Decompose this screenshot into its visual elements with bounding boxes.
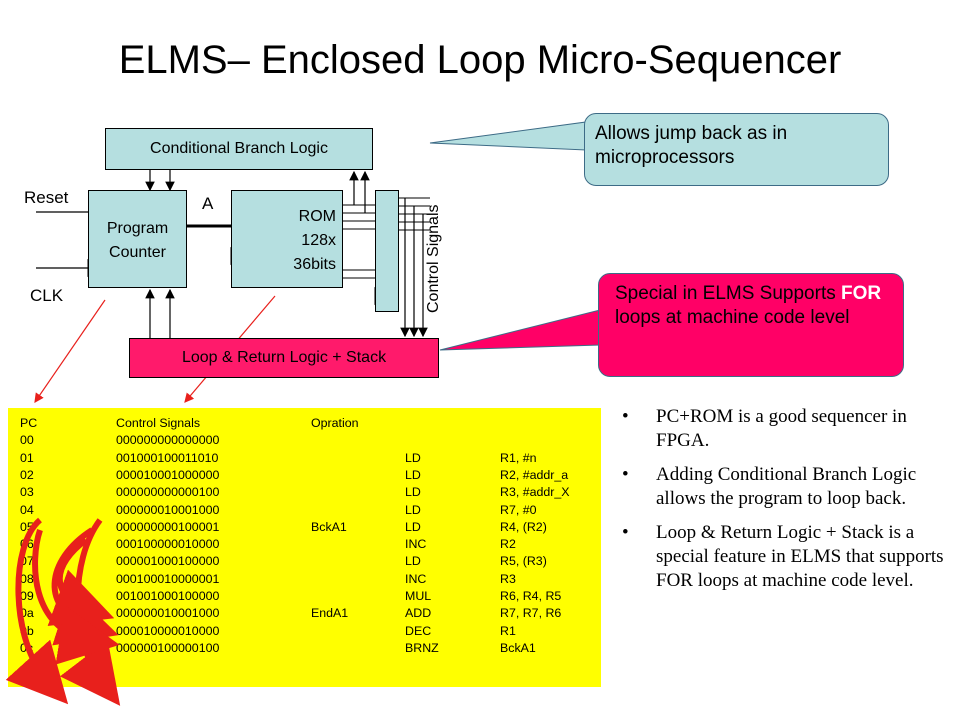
table-cell-signals: 000000100000100 bbox=[116, 640, 220, 655]
bullet-dot-icon: • bbox=[622, 522, 629, 543]
program-counter-box: Program Counter bbox=[88, 190, 187, 288]
table-cell-signals: 000010000010000 bbox=[116, 623, 220, 638]
bullet-item: • Adding Conditional Branch Logic allows … bbox=[618, 463, 948, 511]
table-cell-pc: 09 bbox=[20, 589, 34, 603]
callout-special: Special in ELMS Supports FOR loops at ma… bbox=[598, 273, 904, 377]
callout-special-suffix: loops at machine code level bbox=[615, 307, 850, 328]
output-register-box bbox=[375, 190, 399, 312]
table-header: Control Signals bbox=[116, 416, 201, 430]
program-counter-label-1: Program bbox=[106, 220, 169, 237]
table-cell-label: BckA1 bbox=[311, 519, 347, 534]
table-cell-signals: 000000000000100 bbox=[116, 485, 220, 500]
table-cell-op: LD bbox=[405, 450, 421, 465]
table-cell-args: R5, (R3) bbox=[500, 554, 547, 569]
table-cell-op: INC bbox=[405, 537, 427, 552]
table-cell-signals: 000000000100001 bbox=[116, 519, 220, 534]
table-cell-args: R3 bbox=[500, 571, 516, 586]
table-cell-op: DEC bbox=[405, 623, 432, 638]
table-cell-pc: 00 bbox=[20, 433, 34, 448]
loop-arrow-0 bbox=[5, 517, 69, 705]
table-cell-signals: 000010001000000 bbox=[116, 467, 220, 482]
callout-jump: Allows jump back as in microprocessors bbox=[584, 113, 889, 186]
table-cell-signals: 000000000000000 bbox=[116, 433, 220, 448]
table-cell-pc: 01 bbox=[20, 450, 34, 465]
rom-label-2: 128x bbox=[301, 232, 336, 249]
table-cell-args: R7, R7, R6 bbox=[500, 606, 562, 621]
table-cell-op: BRNZ bbox=[405, 640, 439, 655]
address-label: A bbox=[202, 194, 214, 213]
rom-box: ROM 128x 36bits bbox=[231, 190, 343, 288]
loop-arrow-3 bbox=[47, 537, 115, 626]
table-cell-args: R1 bbox=[500, 623, 516, 638]
table-cell-signals: 000000010001000 bbox=[116, 502, 220, 517]
table-cell-label: EndA1 bbox=[311, 606, 349, 621]
program-counter-label-2: Counter bbox=[109, 244, 166, 261]
table-cell-signals: 000000010001000 bbox=[116, 606, 220, 621]
table-cell-signals: 000001000100000 bbox=[116, 554, 220, 569]
table-cell-op: LD bbox=[405, 519, 421, 534]
rom-label-3: 36bits bbox=[293, 256, 336, 273]
callout-special-prefix: Special in ELMS Supports bbox=[615, 283, 842, 304]
bullet-dot-icon: • bbox=[622, 406, 629, 427]
clk-label: CLK bbox=[30, 286, 64, 305]
bullet-item: • Loop & Return Logic + Stack is a specia… bbox=[618, 521, 948, 593]
bullet-text: Adding Conditional Branch Logic allows t… bbox=[656, 464, 917, 509]
table-cell-op: INC bbox=[405, 571, 427, 586]
table-header: Opration bbox=[311, 416, 359, 430]
bullet-list: • PC+ROM is a good sequencer in FPGA. • Add… bbox=[618, 405, 948, 603]
table-cell-op: LD bbox=[405, 467, 421, 482]
table-cell-op: LD bbox=[405, 502, 421, 517]
page-title: ELMS– Enclosed Loop Micro-Sequencer bbox=[118, 38, 842, 82]
table-cell-args: R3, #addr_X bbox=[500, 485, 570, 500]
bullet-text: Loop & Return Logic + Stack is a special… bbox=[656, 522, 944, 591]
table-cell-signals: 001000100011010 bbox=[116, 450, 219, 465]
bullet-item: • PC+ROM is a good sequencer in FPGA. bbox=[618, 405, 948, 453]
table-cell-pc: 02 bbox=[20, 467, 34, 482]
rom-label-1: ROM bbox=[298, 208, 336, 225]
table-cell-args: R2 bbox=[500, 537, 516, 552]
table-cell-args: R2, #addr_a bbox=[500, 467, 569, 482]
table-cell-pc: 08 bbox=[20, 571, 34, 586]
table-cell-args: BckA1 bbox=[500, 640, 536, 655]
loop-return-logic-box: Loop & Return Logic + Stack bbox=[129, 338, 439, 378]
table-cell-args: R7, #0 bbox=[500, 502, 537, 517]
table-cell-op: LD bbox=[405, 554, 421, 569]
table-cell-pc: 04 bbox=[20, 502, 34, 517]
reset-label: Reset bbox=[24, 188, 69, 207]
table-cell-op: LD bbox=[405, 485, 421, 500]
table-cell-args: R1, #n bbox=[500, 450, 537, 465]
table-cell-signals: 000100010000001 bbox=[116, 571, 220, 586]
table-cell-pc: 03 bbox=[20, 485, 34, 500]
bullet-text: PC+ROM is a good sequencer in FPGA. bbox=[656, 406, 907, 451]
table-cell-args: R4, (R2) bbox=[500, 519, 547, 534]
table-cell-op: MUL bbox=[405, 589, 432, 603]
table-cell-signals: 000100000010000 bbox=[116, 537, 220, 552]
bullet-dot-icon: • bbox=[622, 464, 629, 485]
table-cell-op: ADD bbox=[405, 606, 432, 621]
table-cell-args: R6, R4, R5 bbox=[500, 589, 562, 603]
callout-special-highlight: FOR bbox=[841, 283, 882, 304]
table-cell-signals: 001001000100000 bbox=[116, 589, 220, 603]
table-header: PC bbox=[20, 416, 38, 430]
loop-arrow-4 bbox=[32, 529, 120, 665]
conditional-branch-logic-box: Conditional Branch Logic bbox=[105, 128, 373, 170]
